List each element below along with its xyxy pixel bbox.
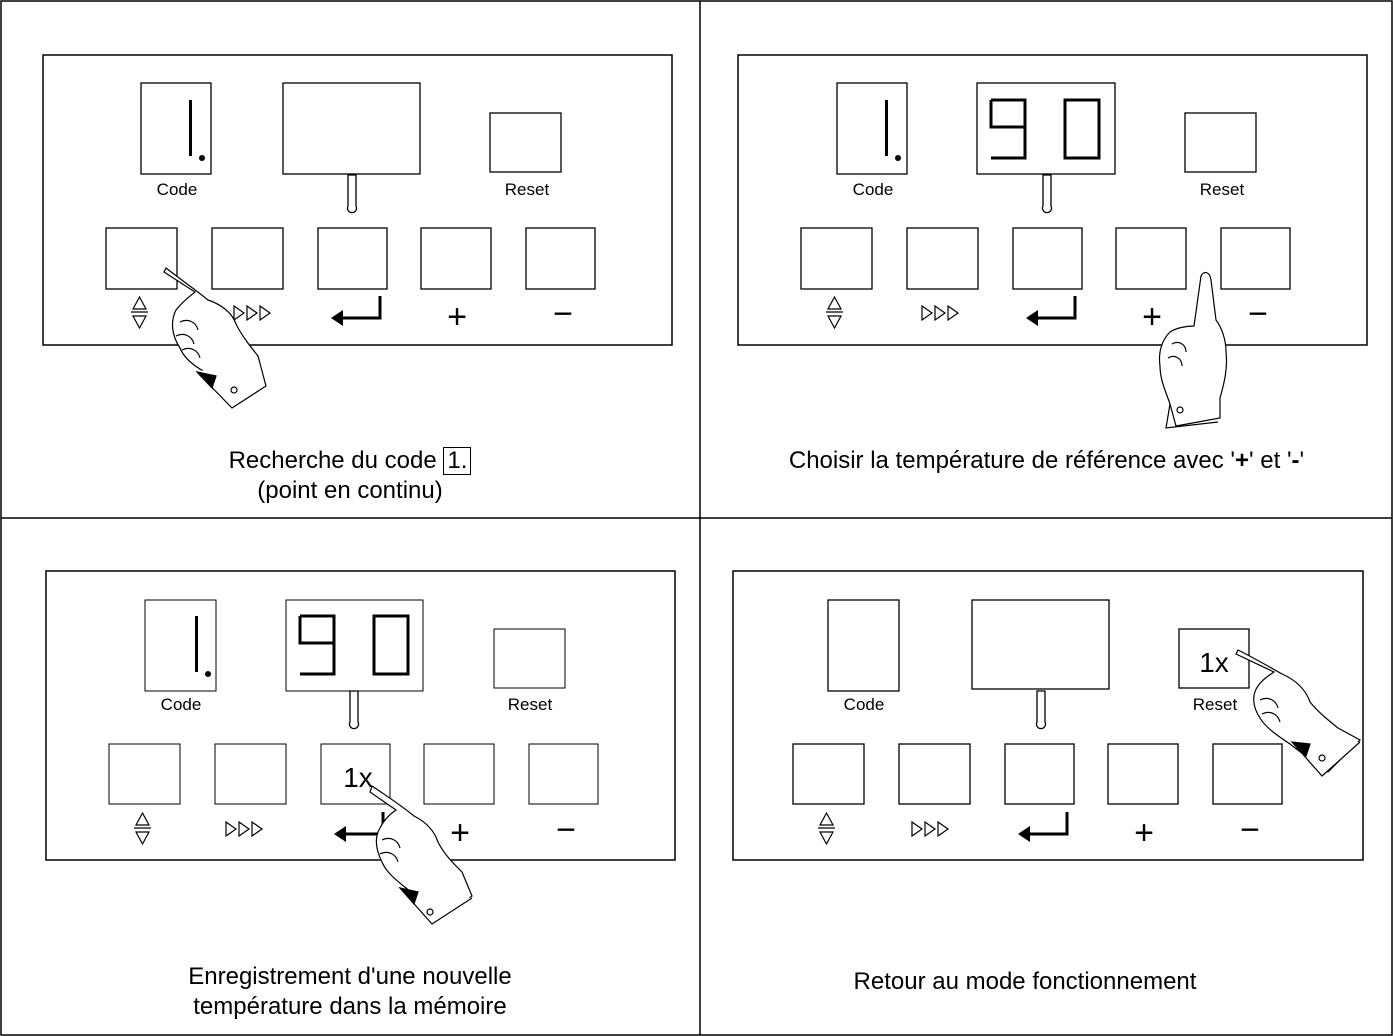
plus-button xyxy=(423,743,495,805)
code-display xyxy=(140,82,212,175)
caption-end: ' xyxy=(1299,447,1305,474)
temperature-display xyxy=(971,599,1110,690)
control-panel-3: Code Reset 1x + − xyxy=(45,570,676,861)
minus-symbol: − xyxy=(553,295,573,333)
caption-text: Enregistrement d'une nouvelle xyxy=(188,963,512,990)
shift-button xyxy=(211,227,284,290)
press-count: 1x xyxy=(1199,647,1229,678)
enter-button xyxy=(320,743,391,805)
minus-symbol: − xyxy=(1248,295,1268,333)
code-label: Code xyxy=(157,180,198,199)
plus-word: + xyxy=(1235,447,1250,474)
thermometer-icon xyxy=(1035,690,1047,730)
minus-word: - xyxy=(1291,447,1300,474)
minus-symbol: − xyxy=(556,811,576,849)
minus-symbol: − xyxy=(1240,811,1260,849)
reset-button xyxy=(489,112,562,173)
caption-text: Choisir la température de référence avec… xyxy=(788,447,1235,474)
enter-arrow-icon xyxy=(331,296,382,326)
caption-subtext: (point en continu) xyxy=(257,477,443,504)
caption-panel-4: Retour au mode fonctionnement xyxy=(700,967,1350,997)
pointing-hand-icon xyxy=(163,267,267,409)
minus-button xyxy=(525,227,596,290)
minus-button xyxy=(528,743,599,805)
decimal-point xyxy=(199,155,205,161)
shift-button xyxy=(214,743,287,805)
plus-button xyxy=(1115,227,1187,290)
thermometer-icon xyxy=(346,174,358,214)
reset-label: Reset xyxy=(1193,695,1238,714)
code-label: Code xyxy=(844,695,885,714)
select-button xyxy=(800,227,873,290)
temperature-display xyxy=(976,82,1116,175)
triple-arrow-icon xyxy=(233,304,272,322)
code-box: 1. xyxy=(443,447,472,475)
up-down-arrow-icon xyxy=(818,811,835,846)
select-button xyxy=(108,743,181,805)
caption-text: Retour au mode fonctionnement xyxy=(853,968,1197,995)
plus-symbol: + xyxy=(1142,298,1162,336)
triple-arrow-icon xyxy=(225,820,264,838)
plus-button xyxy=(1107,743,1179,805)
triple-arrow-icon xyxy=(921,304,960,322)
caption-panel-1: Recherche du code 1. (point en continu) xyxy=(150,446,550,506)
caption-subtext: température dans la mémoire xyxy=(193,993,507,1020)
caption-panel-2: Choisir la température de référence avec… xyxy=(700,446,1393,476)
digit-zero xyxy=(1063,98,1101,160)
code-label: Code xyxy=(853,180,894,199)
shift-button xyxy=(906,227,979,290)
digit-one-segment xyxy=(189,100,192,156)
reset-button xyxy=(1184,112,1257,173)
code-display xyxy=(827,599,900,692)
select-button xyxy=(105,227,178,290)
caption-mid: ' et ' xyxy=(1249,447,1292,474)
enter-button xyxy=(1004,743,1075,805)
enter-button xyxy=(317,227,388,290)
code-label: Code xyxy=(161,695,202,714)
enter-arrow-icon xyxy=(1018,812,1069,842)
pointing-hand-icon xyxy=(1235,649,1361,777)
select-button xyxy=(792,743,865,805)
digit-nine xyxy=(989,98,1027,160)
enter-button xyxy=(1012,227,1083,290)
thermometer-icon xyxy=(1041,174,1053,214)
reset-label: Reset xyxy=(508,695,553,714)
plus-symbol: + xyxy=(450,814,470,852)
shift-button xyxy=(898,743,971,805)
enter-arrow-icon xyxy=(1026,296,1077,326)
reset-label: Reset xyxy=(505,180,550,199)
thermometer-icon xyxy=(348,690,360,730)
caption-text: Recherche du code xyxy=(228,447,437,474)
control-panel-2: Code Reset + − xyxy=(737,54,1368,346)
control-panel-1: Code Reset + − xyxy=(42,54,673,346)
reset-button xyxy=(493,628,566,689)
plus-button xyxy=(420,227,492,290)
code-display xyxy=(836,82,908,175)
minus-button xyxy=(1212,743,1283,805)
up-down-arrow-icon xyxy=(131,295,148,330)
minus-button xyxy=(1220,227,1291,290)
temperature-display xyxy=(282,82,421,175)
control-panel-4: Code 1x Reset + − xyxy=(732,570,1364,861)
pointing-hand-icon xyxy=(1158,271,1228,429)
plus-symbol: + xyxy=(447,298,467,336)
triple-arrow-icon xyxy=(911,820,950,838)
up-down-arrow-icon xyxy=(134,811,151,846)
caption-panel-3: Enregistrement d'une nouvelle températur… xyxy=(100,962,600,1022)
reset-label: Reset xyxy=(1200,180,1245,199)
up-down-arrow-icon xyxy=(826,295,843,330)
press-count: 1x xyxy=(343,762,373,793)
plus-symbol: + xyxy=(1134,814,1154,852)
code-display xyxy=(144,599,217,692)
pointing-hand-icon xyxy=(369,785,473,925)
